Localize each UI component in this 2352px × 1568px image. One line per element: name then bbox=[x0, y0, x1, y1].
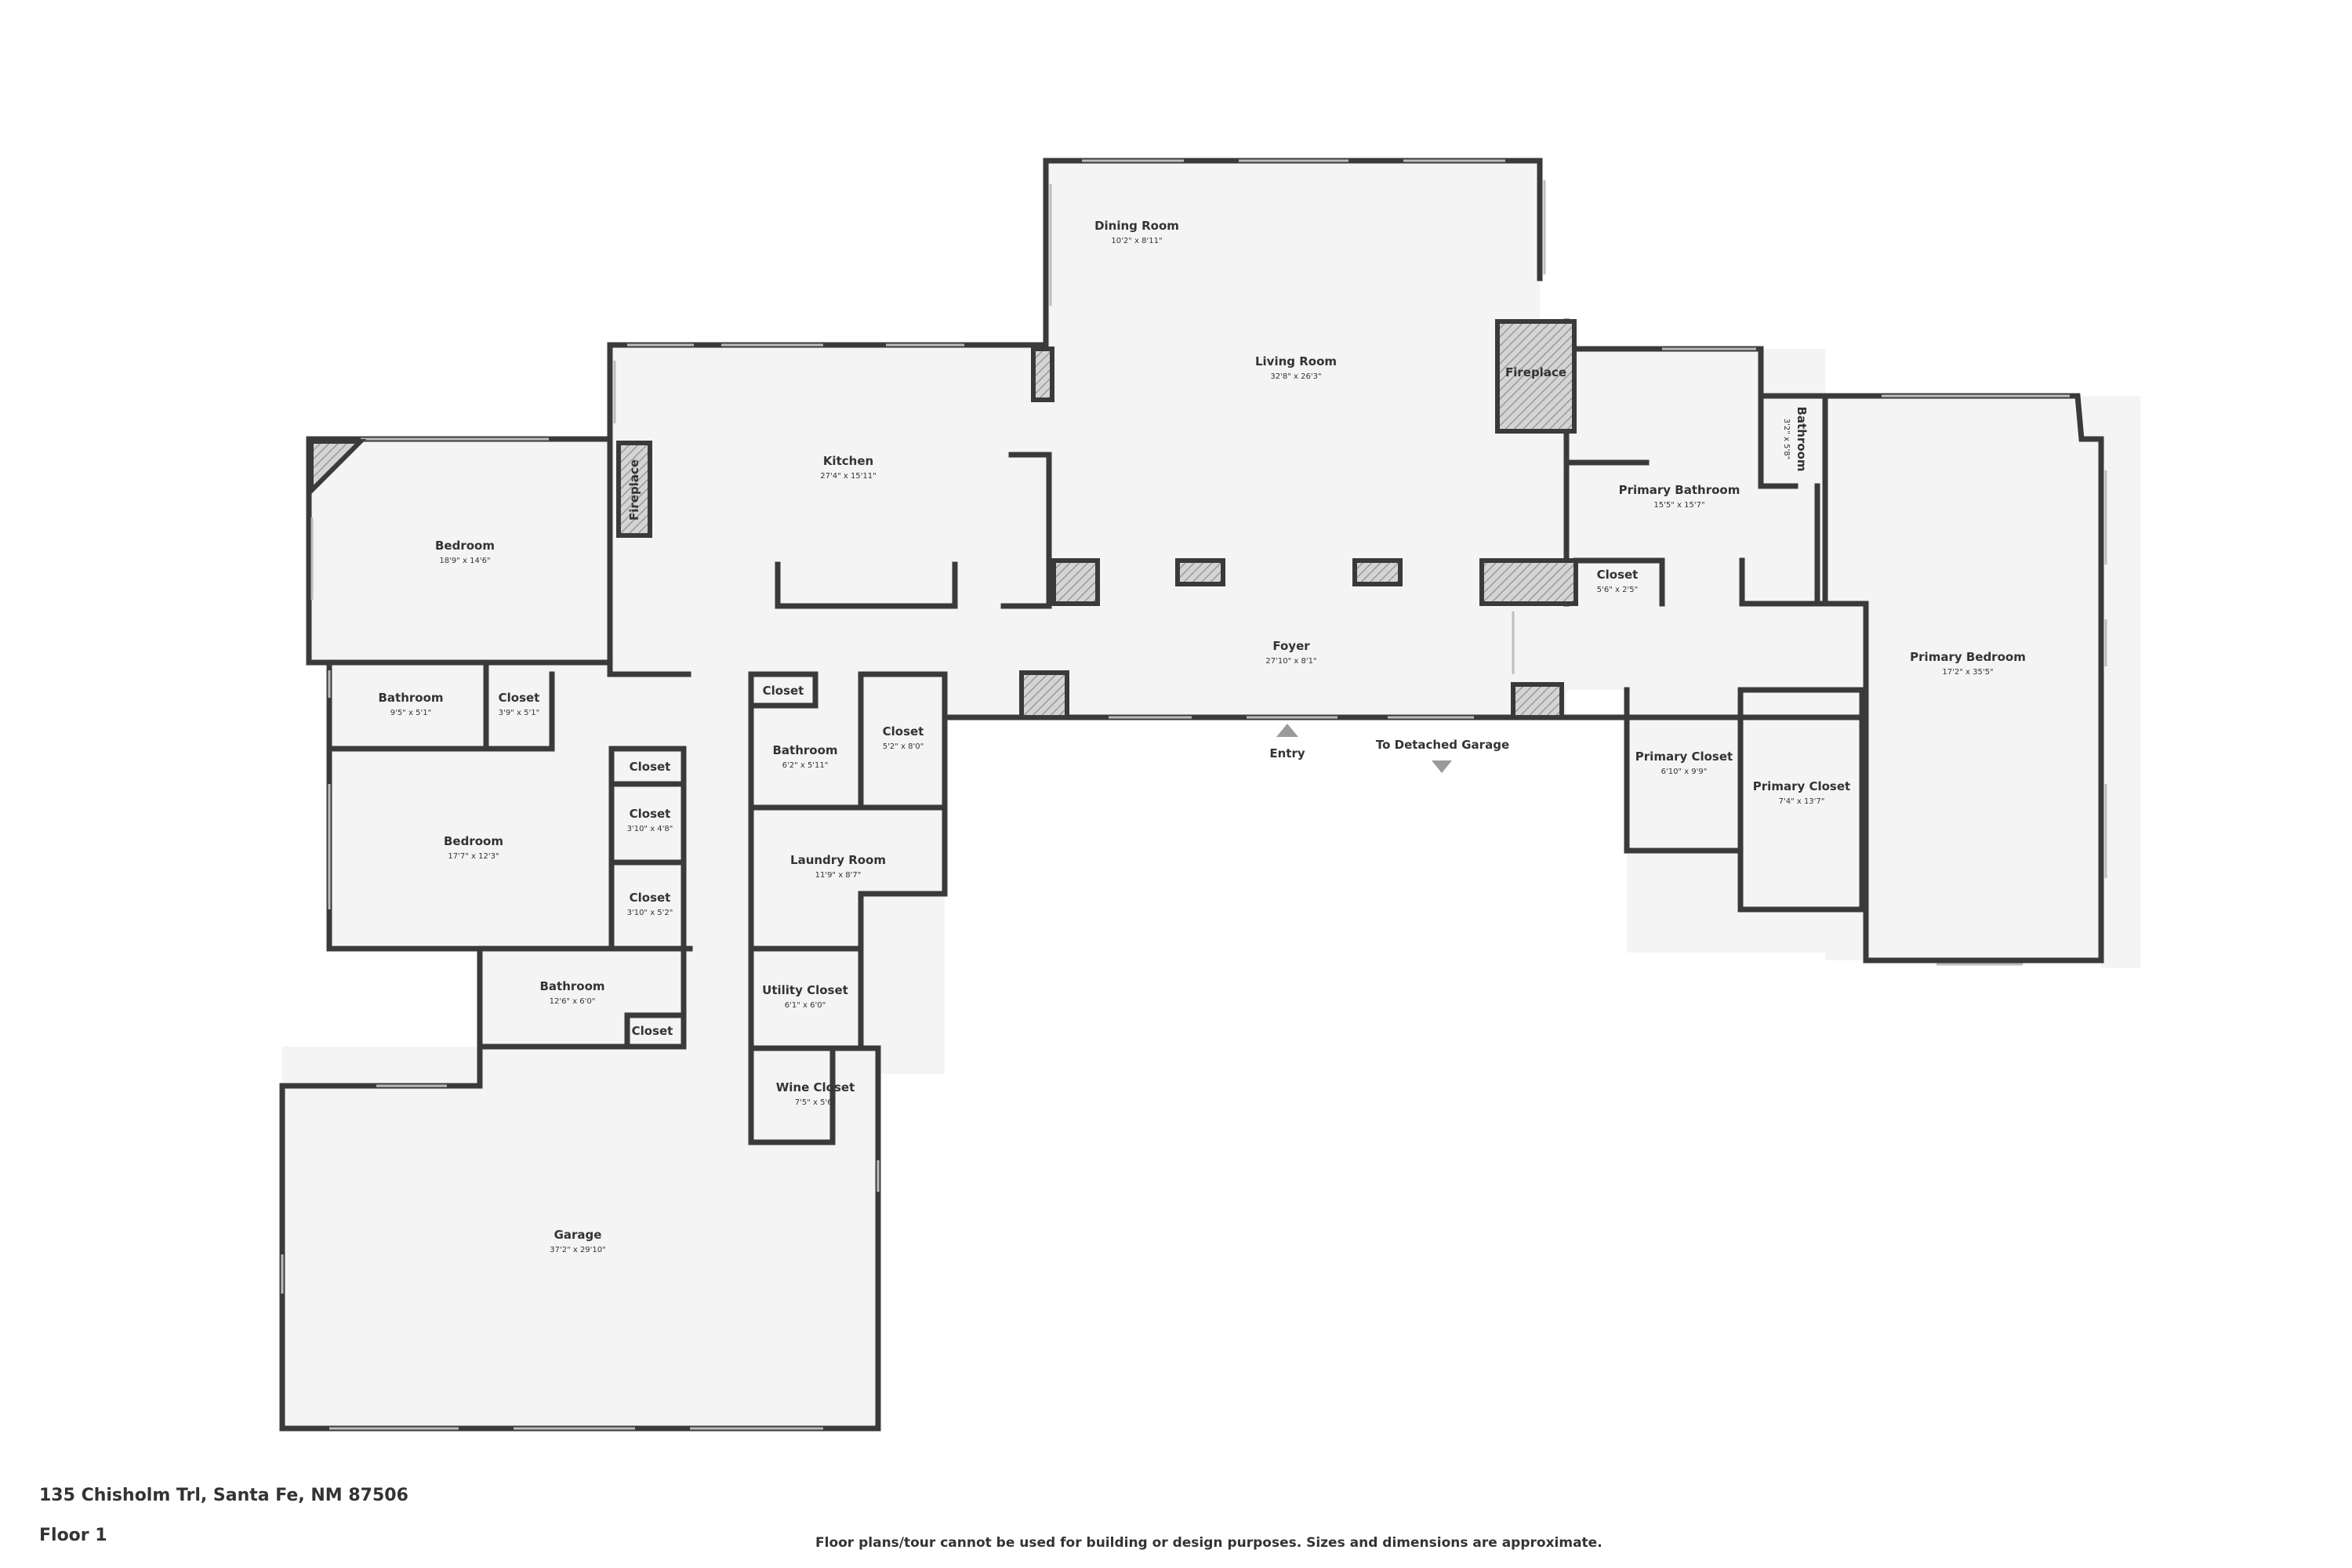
room-name-closet-f: Closet bbox=[883, 724, 924, 739]
room-dims-laundry: 11'9" x 8'7" bbox=[815, 871, 862, 880]
fireplace-living bbox=[1495, 319, 1577, 434]
room-name-living: Living Room bbox=[1255, 354, 1337, 368]
room-dims-kitchen: 27'4" x 15'11" bbox=[820, 472, 877, 481]
room-name-primary-closet-2: Primary Closet bbox=[1753, 779, 1850, 793]
room-dims-closet-f: 5'2" x 8'0" bbox=[883, 742, 924, 751]
corner-hatch bbox=[309, 439, 367, 497]
room-name-bathroom-small: Bathroom bbox=[772, 743, 837, 757]
room-dims-bedroom-west: 18'9" x 14'6" bbox=[439, 557, 490, 565]
fireplace-label-living: Fireplace bbox=[1505, 365, 1566, 379]
room-name-bathroom-primary: Bathroom bbox=[1795, 406, 1809, 471]
room-name-bathroom-hall: Bathroom bbox=[539, 979, 604, 993]
disclaimer: Floor plans/tour cannot be used for buil… bbox=[815, 1535, 1602, 1551]
room-name-primary-closet-1: Primary Closet bbox=[1635, 750, 1733, 764]
entry-label: Entry bbox=[1269, 746, 1305, 760]
room-dims-closet-b: 3'10" x 4'8" bbox=[627, 825, 673, 833]
room-dims-closet-foyer: 5'6" x 2'5" bbox=[1597, 586, 1638, 594]
room-name-bedroom-west: Bedroom bbox=[435, 539, 495, 553]
room-dims-dining: 10'2" x 8'11" bbox=[1111, 237, 1162, 245]
room-dims-closet-west: 3'9" x 5'1" bbox=[499, 709, 539, 717]
property-address: 135 Chisholm Trl, Santa Fe, NM 87506 bbox=[39, 1486, 408, 1505]
room-labels: Dining Room 10'2" x 8'11" Living Room 32… bbox=[378, 219, 2025, 1254]
room-dims-bathroom-small: 6'2" x 5'11" bbox=[782, 761, 829, 770]
room-dims-primary-bathroom: 15'5" x 15'7" bbox=[1653, 501, 1704, 510]
room-name-closet-west: Closet bbox=[499, 691, 540, 705]
room-name-dining: Dining Room bbox=[1094, 219, 1179, 233]
room-name-closet-c: Closet bbox=[630, 891, 671, 905]
room-dims-primary-bedroom: 17'2" x 35'5" bbox=[1942, 668, 1993, 677]
room-name-wine: Wine Closet bbox=[776, 1080, 855, 1094]
room-name-primary-bedroom: Primary Bedroom bbox=[1910, 650, 2026, 664]
room-dims-foyer: 27'10" x 8'1" bbox=[1265, 657, 1316, 666]
room-dims-primary-closet-2: 7'4" x 13'7" bbox=[1779, 797, 1825, 806]
detached-garage-label: To Detached Garage bbox=[1376, 738, 1509, 752]
room-dims-garage: 37'2" x 29'10" bbox=[550, 1246, 606, 1254]
room-dims-primary-closet-1: 6'10" x 9'9" bbox=[1661, 768, 1708, 776]
entry-arrow-icon bbox=[1276, 724, 1298, 737]
room-name-closet-e: Closet bbox=[763, 684, 804, 698]
room-name-bathroom-west: Bathroom bbox=[378, 691, 443, 705]
room-name-primary-bathroom: Primary Bathroom bbox=[1619, 483, 1740, 497]
windows bbox=[281, 159, 2107, 1430]
room-dims-bathroom-hall: 12'6" x 6'0" bbox=[550, 997, 596, 1006]
room-dims-bathroom-primary: 3'2" x 5'8" bbox=[1782, 419, 1791, 459]
fireplace-label-kitchen: Fireplace bbox=[627, 459, 641, 521]
room-name-laundry: Laundry Room bbox=[790, 853, 886, 867]
room-name-foyer: Foyer bbox=[1272, 639, 1310, 653]
fireplace-kitchen bbox=[616, 441, 652, 538]
room-name-garage: Garage bbox=[554, 1228, 602, 1242]
room-dims-living: 32'8" x 26'3" bbox=[1270, 372, 1321, 381]
room-dims-utility: 6'1" x 6'0" bbox=[785, 1001, 826, 1010]
room-name-closet-b: Closet bbox=[630, 807, 671, 821]
room-name-utility: Utility Closet bbox=[762, 983, 848, 997]
hatched-elements bbox=[309, 319, 1578, 720]
room-dims-bedroom-mid: 17'7" x 12'3" bbox=[448, 852, 499, 861]
room-name-closet-foyer: Closet bbox=[1597, 568, 1639, 582]
floor-label: Floor 1 bbox=[39, 1526, 107, 1545]
room-name-kitchen: Kitchen bbox=[823, 454, 873, 468]
markers: Entry To Detached Garage bbox=[1269, 724, 1509, 773]
room-name-bedroom-mid: Bedroom bbox=[444, 834, 503, 848]
room-dims-bathroom-west: 9'5" x 5'1" bbox=[390, 709, 431, 717]
room-name-closet-d: Closet bbox=[632, 1024, 673, 1038]
room-dims-wine: 7'5" x 5'6" bbox=[795, 1098, 836, 1107]
room-dims-closet-c: 3'10" x 5'2" bbox=[627, 909, 673, 917]
garage-arrow-icon bbox=[1432, 760, 1452, 773]
room-name-closet-a: Closet bbox=[630, 760, 671, 774]
